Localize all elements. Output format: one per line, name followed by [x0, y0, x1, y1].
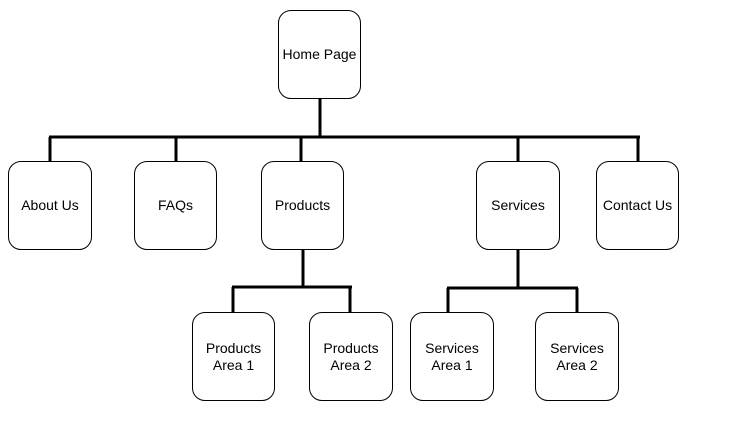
node-label: About Us: [21, 197, 79, 213]
node-about-us: About Us: [8, 161, 92, 250]
node-label-line-1: Services: [550, 339, 604, 356]
node-label-line-1: Services: [425, 339, 479, 356]
node-products-area-2: Products Area 2: [309, 312, 393, 401]
node-label-line-2: Area 1: [431, 356, 473, 373]
node-label-line-1: Products: [323, 339, 379, 356]
node-label-line-2: Area 1: [212, 356, 255, 373]
node-label: Contact Us: [602, 197, 673, 213]
node-services: Services: [476, 161, 560, 250]
node-contact-us: Contact Us: [596, 161, 679, 250]
node-faqs: FAQs: [134, 161, 217, 250]
node-services-area-1: Services Area 1: [410, 312, 494, 401]
node-label: Products: [274, 197, 331, 213]
node-label-line-2: Area 2: [330, 356, 372, 373]
node-products: Products: [261, 161, 344, 250]
node-label: Services: [491, 197, 545, 213]
node-label-line-2: Area 2: [556, 356, 598, 373]
node-label: FAQs: [157, 197, 193, 213]
node-label: Home Page: [282, 46, 357, 62]
node-products-area-1: Products Area 1: [192, 312, 275, 401]
node-services-area-2: Services Area 2: [535, 312, 619, 401]
node-label-line-1: Products: [205, 339, 262, 356]
node-home-page: Home Page: [278, 10, 361, 99]
